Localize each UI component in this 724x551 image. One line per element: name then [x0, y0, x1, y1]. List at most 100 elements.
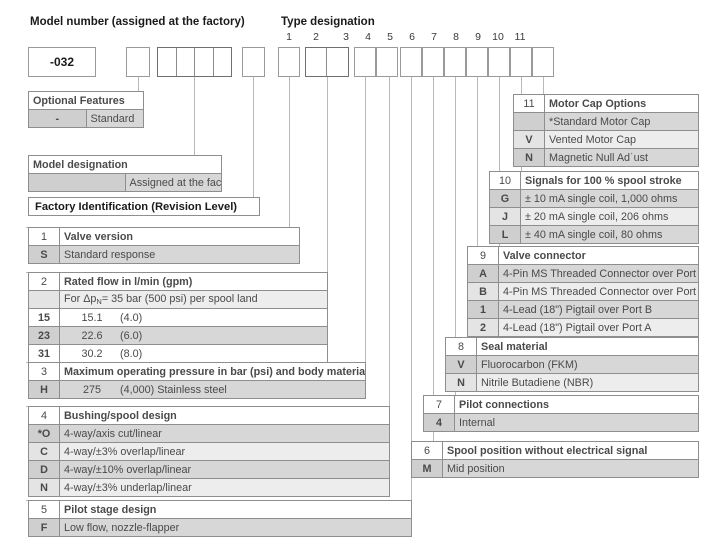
position-number-10: 10 — [492, 31, 504, 43]
table-row-header: 3 Maximum operating pressure in bar (psi… — [28, 362, 366, 381]
table-row[interactable]: V Fluorocarbon (FKM) — [445, 355, 699, 374]
type-box-9[interactable] — [488, 47, 510, 77]
flow-gpm: (4.0) — [120, 311, 143, 324]
table-row[interactable]: D 4-way/±10% overlap/linear — [28, 460, 390, 479]
model-designation-box-group[interactable] — [157, 47, 232, 77]
seal-material-title: Seal material — [476, 337, 699, 356]
row-key: 2 — [467, 318, 499, 337]
row-key: N — [28, 478, 60, 497]
type-box-2[interactable] — [305, 47, 349, 77]
row-key: G — [489, 189, 521, 208]
model-designation-title: Model designation — [28, 155, 222, 174]
row-desc: 4-Pin MS Threaded Connector over Port A — [498, 264, 699, 283]
optional-features-title: Optional Features — [28, 91, 144, 110]
leader-spool-position-v — [433, 77, 434, 441]
section-number: 8 — [445, 337, 477, 356]
table-row-header: 2 Rated flow in l/min (gpm) — [28, 272, 328, 291]
type-box-8[interactable] — [466, 47, 488, 77]
table-row[interactable]: V Vented Motor Cap — [513, 130, 699, 149]
row-values: 15.1(4.0) — [59, 308, 328, 327]
row-key: N — [513, 148, 545, 167]
row-desc: Internal — [454, 413, 699, 432]
table-row[interactable]: N Magnetic Null Adˈust — [513, 148, 699, 167]
type-box-4[interactable] — [376, 47, 398, 77]
row-key: A — [467, 264, 499, 283]
row-values: 30.2(8.0) — [59, 344, 328, 363]
flow-gpm: (8.0) — [120, 347, 143, 360]
position-number-5: 5 — [387, 31, 393, 43]
factory-identification-box[interactable] — [242, 47, 265, 77]
subhead-subscript: N — [96, 297, 102, 306]
type-box-6[interactable] — [422, 47, 444, 77]
body-material: Stainless steel — [157, 383, 227, 396]
table-row-header: Model designation — [28, 155, 222, 174]
spool-position-title: Spool position without electrical signal — [442, 441, 699, 460]
table-row[interactable]: *O 4-way/axis cut/linear — [28, 424, 390, 443]
type-box-5[interactable] — [400, 47, 422, 77]
type-box-10[interactable] — [510, 47, 532, 77]
table-row[interactable]: Assigned at the factory — [28, 173, 222, 192]
table-row[interactable]: G ± 10 mA single coil, 1,000 ohms — [489, 189, 699, 208]
type-box-11[interactable] — [532, 47, 554, 77]
table-row[interactable]: F Low flow, nozzle-flapper — [28, 518, 412, 537]
flow-gpm: (6.0) — [120, 329, 143, 342]
leader-seal-material-v — [477, 77, 478, 337]
table-row[interactable]: 23 22.6(6.0) — [28, 326, 328, 345]
table-row[interactable]: L ± 40 mA single coil, 80 ohms — [489, 225, 699, 244]
table-row[interactable]: 15 15.1(4.0) — [28, 308, 328, 327]
table-row-header: 8 Seal material — [445, 337, 699, 356]
table-row[interactable]: C 4-way/±3% overlap/linear — [28, 442, 390, 461]
table-row[interactable]: 4 Internal — [423, 413, 699, 432]
type-box-3[interactable] — [354, 47, 376, 77]
table-rated-flow: 2 Rated flow in l/min (gpm) For ΔpN= 35 … — [28, 272, 328, 363]
table-row[interactable]: A 4-Pin MS Threaded Connector over Port … — [467, 264, 699, 283]
table-row[interactable]: *Standard Motor Cap — [513, 112, 699, 131]
table-row[interactable]: M Mid position — [411, 459, 699, 478]
section-number: 5 — [28, 500, 60, 519]
type-box-7[interactable] — [444, 47, 466, 77]
table-spool-position: 6 Spool position without electrical sign… — [411, 441, 699, 478]
table-row[interactable]: N Nitrile Butadiene (NBR) — [445, 373, 699, 392]
row-desc: 4-way/±10% overlap/linear — [59, 460, 390, 479]
row-key: 31 — [28, 344, 60, 363]
flow-lpm: 22.6 — [81, 329, 103, 342]
row-desc: Low flow, nozzle-flapper — [59, 518, 412, 537]
table-row-header: 4 Bushing/spool design — [28, 406, 390, 425]
leader-factory-id-v — [253, 77, 254, 197]
table-row[interactable]: - Standard — [28, 109, 144, 128]
table-row[interactable]: 2 4-Lead (18") Pigtail over Port A — [467, 318, 699, 337]
leader-valve-connector-v — [499, 77, 500, 246]
model-number-box[interactable]: -032 — [28, 47, 96, 77]
row-desc: 4-Lead (18") Pigtail over Port B — [498, 300, 699, 319]
table-pilot-connections: 7 Pilot connections 4 Internal — [423, 395, 699, 432]
rated-flow-title: Rated flow in l/min (gpm) — [59, 272, 328, 291]
table-valve-version: 1 Valve version S Standard response — [28, 227, 300, 264]
pressure-psi: (4,000) — [120, 383, 155, 396]
row-key: S — [28, 245, 60, 264]
section-number: 7 — [423, 395, 455, 414]
type-designation-heading: Type designation — [281, 16, 375, 28]
row-desc: ± 20 mA single coil, 206 ohms — [520, 207, 699, 226]
table-row[interactable]: H 275(4,000) Stainless steel — [28, 380, 366, 399]
row-desc: 4-way/±3% overlap/linear — [59, 442, 390, 461]
section-number: 10 — [489, 171, 521, 190]
table-row[interactable]: J ± 20 mA single coil, 206 ohms — [489, 207, 699, 226]
type-box-1[interactable] — [278, 47, 300, 77]
row-key — [513, 112, 545, 131]
motor-cap-title: Motor Cap Options — [544, 94, 699, 113]
row-desc: Standard response — [59, 245, 300, 264]
table-row[interactable]: B 4-Pin MS Threaded Connector over Port … — [467, 282, 699, 301]
position-number-7: 7 — [431, 31, 437, 43]
row-key: V — [513, 130, 545, 149]
optional-features-box[interactable] — [126, 47, 150, 77]
leader-bushing-spool-v — [389, 77, 390, 406]
table-row-header: 9 Valve connector — [467, 246, 699, 265]
model-number-heading: Model number (assigned at the factory) — [30, 16, 245, 28]
table-row[interactable]: N 4-way/±3% underlap/linear — [28, 478, 390, 497]
table-row[interactable]: S Standard response — [28, 245, 300, 264]
table-row[interactable]: 1 4-Lead (18") Pigtail over Port B — [467, 300, 699, 319]
table-row[interactable]: 31 30.2(8.0) — [28, 344, 328, 363]
row-desc: Vented Motor Cap — [544, 130, 699, 149]
subhead-post: = 35 bar (500 psi) per spool land — [101, 293, 258, 305]
row-key: H — [28, 380, 60, 399]
